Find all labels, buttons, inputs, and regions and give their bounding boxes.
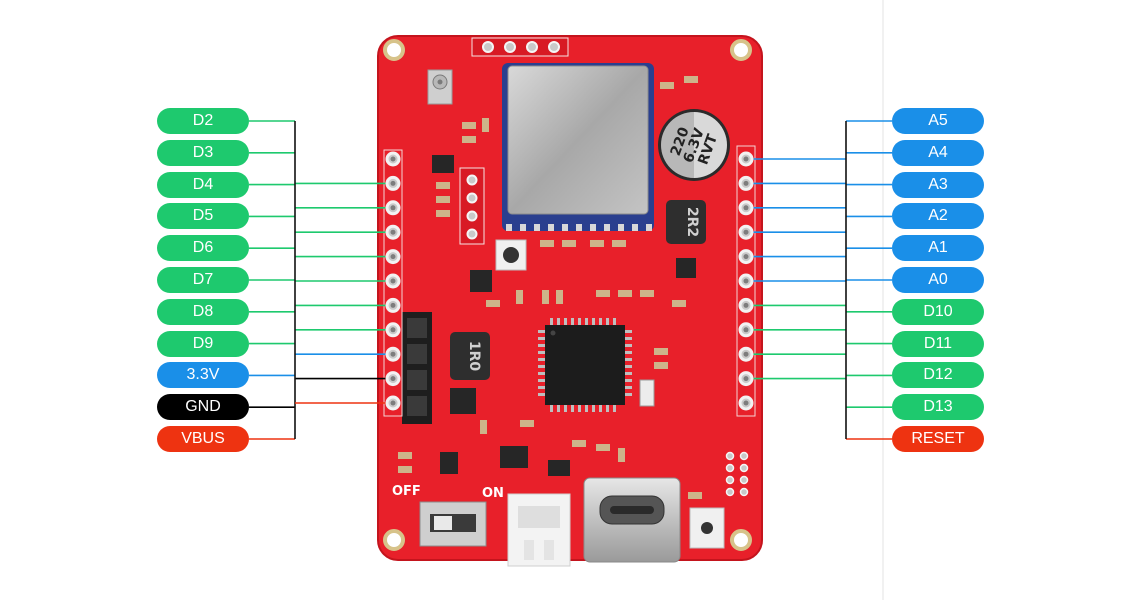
- connection-wires: [249, 120, 892, 440]
- left-pad-0-hole: [390, 156, 396, 162]
- left-pad-2-hole: [390, 205, 396, 211]
- right-pad-5-hole: [743, 278, 749, 284]
- top-header: [471, 37, 569, 57]
- left-pad-6-hole: [390, 302, 396, 308]
- left-pin-label-d7: D7: [157, 267, 249, 293]
- left-pin-label-d4: D4: [157, 171, 249, 198]
- right-pad-6-hole: [743, 302, 749, 308]
- left-pad-1-hole: [390, 180, 396, 186]
- wireless-module: [502, 63, 654, 231]
- left-pin-label-vbus: VBUS: [157, 426, 249, 452]
- left-pin-label-gnd: GND: [157, 394, 249, 421]
- right-pad-9-hole: [743, 376, 749, 382]
- inductor-label-2: 1R0: [466, 341, 482, 372]
- right-pad-1-hole: [743, 180, 749, 186]
- right-pin-label-reset: RESET: [892, 426, 984, 452]
- right-pad-8-hole: [743, 351, 749, 357]
- secondary-inductor: 1R0: [450, 332, 490, 380]
- left-pin-label-d2: D2: [157, 108, 249, 134]
- right-pad-7-hole: [743, 327, 749, 333]
- right-pad-10-hole: [743, 400, 749, 406]
- left-black-header: [402, 312, 432, 424]
- switch-on-label: ON: [482, 486, 504, 501]
- passive-components: [398, 76, 702, 499]
- left-header-outline: [383, 149, 403, 417]
- boot-button: [689, 507, 725, 549]
- left-pin-label-33v: 3.3V: [157, 362, 249, 389]
- power-inductor: 2R2: [666, 200, 706, 244]
- left-pad-3-hole: [390, 229, 396, 235]
- crystal: [639, 379, 655, 407]
- left-pin-label-d6: D6: [157, 235, 249, 262]
- right-pin-label-a1: A1: [892, 235, 984, 262]
- left-pin-label-d3: D3: [157, 139, 249, 166]
- usb-c-connector: [583, 477, 681, 563]
- right-pin-label-d11: D11: [892, 330, 984, 357]
- right-pin-label-a0: A0: [892, 267, 984, 293]
- mounting-holes: [383, 39, 752, 551]
- left-pad-5-hole: [390, 278, 396, 284]
- header-pads: [385, 151, 754, 411]
- right-pin-label-d12: D12: [892, 362, 984, 389]
- right-pin-label-a3: A3: [892, 171, 984, 198]
- icsp-header: [725, 451, 749, 497]
- inductor-label: 2R2: [684, 207, 700, 237]
- right-pin-label-d10: D10: [892, 298, 984, 325]
- right-pad-0-hole: [743, 156, 749, 162]
- right-pin-label-a4: A4: [892, 139, 984, 166]
- left-pin-label-d5: D5: [157, 203, 249, 230]
- right-pin-label-d13: D13: [892, 394, 984, 421]
- right-pad-3-hole: [743, 229, 749, 235]
- right-pin-label-a2: A2: [892, 203, 984, 230]
- left-pad-4-hole: [390, 254, 396, 260]
- left-pad-10-hole: [390, 400, 396, 406]
- antenna-connector: [427, 69, 453, 105]
- battery-connector: [507, 493, 571, 567]
- inner-header: [459, 167, 485, 245]
- right-pad-4-hole: [743, 254, 749, 260]
- electrolytic-capacitor: 220 6.3V RVT: [658, 109, 730, 181]
- right-pin-label-a5: A5: [892, 108, 984, 134]
- left-pin-label-d9: D9: [157, 330, 249, 357]
- reset-button: [495, 239, 527, 271]
- left-pin-label-d8: D8: [157, 298, 249, 325]
- left-pad-8-hole: [390, 351, 396, 357]
- right-pad-2-hole: [743, 205, 749, 211]
- power-switch: OFF ON: [392, 484, 504, 547]
- left-pad-7-hole: [390, 327, 396, 333]
- small-components: [432, 155, 696, 476]
- left-pad-9-hole: [390, 376, 396, 382]
- microcontroller-chip: [538, 318, 632, 412]
- pcb-board: 220 6.3V RVT 2R2 1R0: [377, 35, 763, 567]
- switch-off-label: OFF: [392, 484, 421, 499]
